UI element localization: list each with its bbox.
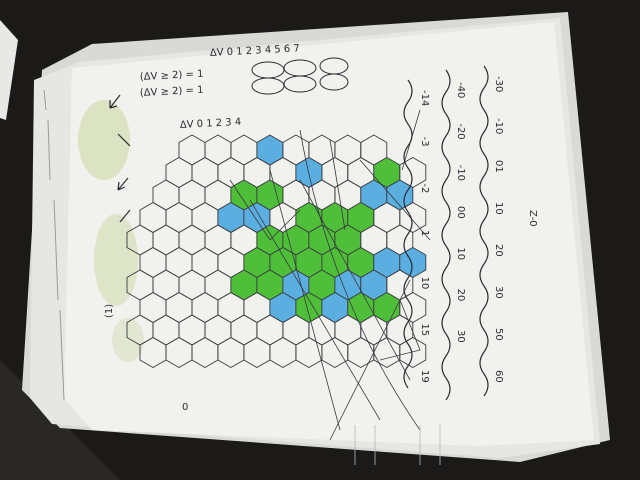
column-number: -30: [493, 76, 504, 92]
hex-grid: [126, 134, 427, 369]
scale-label-note: Z-0: [527, 210, 538, 227]
column-number: -10: [493, 118, 504, 134]
column-number: 10: [419, 277, 430, 290]
margin-arrows: [109, 94, 131, 223]
column-number: 00: [455, 206, 466, 219]
column-number: 10: [455, 247, 466, 260]
corner-sheet: [0, 20, 18, 120]
number-column-b: -40 -20 -10 00 10 20 30: [455, 82, 466, 343]
column-number: -40: [455, 82, 466, 98]
equation-row-one: (ΔV ≥ 2) = 1: [140, 69, 204, 83]
paper-stain: [112, 318, 144, 362]
top-header-note: ΔV 0 1 2 3 4 5 6 7: [210, 43, 300, 59]
circled-entries: [251, 57, 349, 95]
wavy-lines: [403, 65, 489, 401]
column-number: 20: [455, 289, 466, 302]
column-number: -10: [455, 165, 466, 181]
column-number: -14: [419, 90, 430, 106]
column-number: -20: [455, 123, 466, 139]
grid-header-note: ΔV 0 1 2 3 4: [180, 117, 242, 131]
number-column-c: -30 -10 01 10 20 30 50 60: [493, 76, 504, 383]
column-number: 01: [493, 160, 504, 173]
faint-table: [354, 425, 441, 465]
paper-stain: [94, 214, 138, 306]
column-number: 20: [493, 244, 504, 257]
number-column-a: -14 -3 -2 1 10 15 19: [419, 90, 430, 383]
column-number: -3: [419, 137, 430, 147]
underlying-sheet-print: [43, 89, 65, 401]
column-number: 30: [455, 330, 466, 343]
column-number: 50: [493, 328, 504, 341]
left-label-note: (1): [104, 304, 115, 318]
column-number: -2: [419, 183, 430, 193]
column-number: 1: [419, 230, 430, 236]
column-number: 60: [493, 370, 504, 383]
column-number: 19: [419, 370, 430, 383]
column-number: 15: [419, 323, 430, 336]
paper-stain: [78, 100, 130, 180]
bottom-label-note: 0: [182, 402, 188, 413]
column-number: 30: [493, 286, 504, 299]
hex-cell: [399, 336, 427, 369]
equation-row-two: (ΔV ≥ 2) = 1: [140, 85, 204, 99]
column-number: 10: [493, 202, 504, 215]
pencil-scribbles: [229, 109, 431, 441]
